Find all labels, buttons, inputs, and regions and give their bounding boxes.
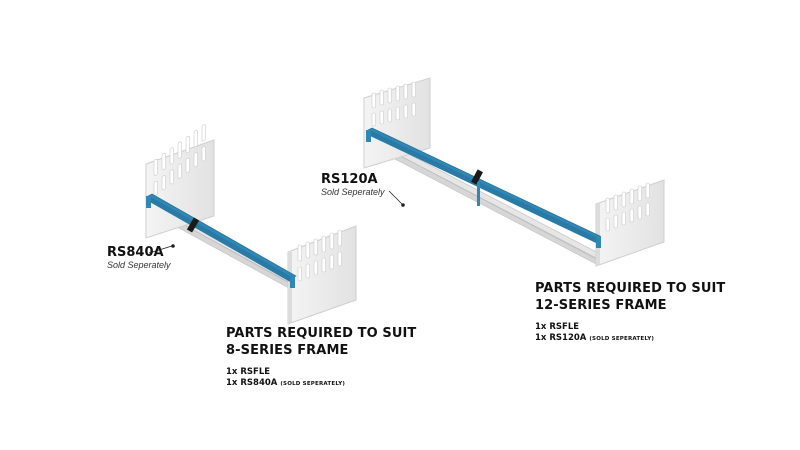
left-parts-block: PARTS REQUIRED TO SUIT 8-SERIES FRAME 1x… [226,325,416,390]
right-strap-buckle [471,169,483,185]
left-part-2-code: 1x RS840A [226,378,278,388]
right-heading-line2: 12-SERIES FRAME [535,298,667,313]
left-strap [146,193,297,288]
right-callout-note: Sold Seperately [321,187,385,197]
left-part-1: 1x RSFLE [226,367,271,377]
right-callout-code: RS120A [321,172,378,187]
right-strap [366,127,601,248]
left-front-panel [287,225,357,325]
right-front-panel [595,179,665,267]
right-callout-dot [401,203,405,207]
left-callout-note: Sold Seperately [107,260,171,270]
left-back-panel [145,124,215,239]
right-part-2-note: (SOLD SEPERATELY) [589,336,655,342]
right-parts-block: PARTS REQUIRED TO SUIT 12-SERIES FRAME 1… [535,280,725,345]
left-heading-line2: 8-SERIES FRAME [226,343,349,358]
right-load-restraint-assembly [363,77,665,267]
right-callout-leader [388,190,403,205]
left-part-2: 1x RS840A (SOLD SEPERATELY) [226,378,416,390]
left-callout-code: RS840A [107,245,164,260]
right-back-panel [363,77,431,169]
left-callout-dot [171,244,175,248]
right-callout: RS120A Sold Seperately [321,172,385,198]
left-heading-line1: PARTS REQUIRED TO SUIT [226,326,417,341]
left-callout-leader [148,245,173,254]
right-part-1: 1x RSFLE [535,322,580,332]
right-heading-line1: PARTS REQUIRED TO SUIT [535,281,726,296]
left-part-2-note: (SOLD SEPERATELY) [280,381,346,387]
left-strap-buckle [186,217,200,233]
left-callout: RS840A Sold Seperately [107,245,171,271]
left-load-restraint-assembly [145,124,357,325]
right-part-2: 1x RS120A (SOLD SEPERATELY) [535,333,725,345]
right-part-2-code: 1x RS120A [535,333,587,343]
